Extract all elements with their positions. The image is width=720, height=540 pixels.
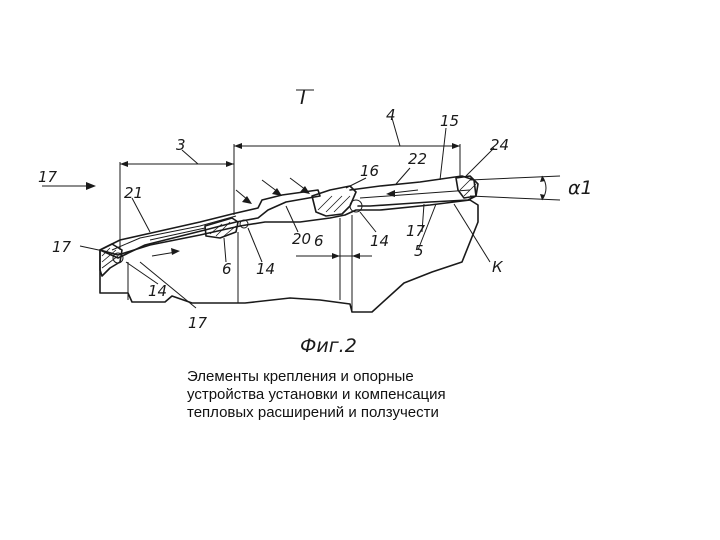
- slide-caption: Элементы крепления и опорные устройства …: [187, 368, 527, 422]
- callout-3: 3: [176, 136, 186, 154]
- dimension-b: [296, 253, 372, 259]
- callout-4: 4: [386, 106, 396, 124]
- left-support: [99, 243, 123, 277]
- middle-pin: [239, 219, 249, 229]
- callout-14-a: 14: [148, 282, 167, 300]
- callout-17-bottom: 17: [188, 314, 208, 332]
- dimension-4: [234, 117, 461, 178]
- left-pin: [112, 252, 124, 264]
- callout-14-b: 14: [256, 260, 275, 278]
- flow-arrows: [42, 177, 419, 257]
- center-bracket-hatching: [317, 195, 351, 213]
- figure-title: Фиг.2: [300, 335, 357, 357]
- panel-inner-line: [149, 227, 206, 241]
- callout-15: 15: [440, 112, 459, 130]
- right-support-hatching: [459, 179, 477, 197]
- callout-6-b: 6: [314, 232, 324, 250]
- callout-6-a: 6: [222, 260, 232, 278]
- callout-17: 17: [38, 168, 58, 186]
- callout-alpha1: α1: [568, 177, 593, 199]
- panel-inner-line: [111, 215, 237, 251]
- angle-alpha1: [469, 175, 561, 201]
- callout-20: 20: [292, 230, 311, 248]
- callout-17-right: 17: [406, 222, 426, 240]
- middle-joint-hatching: [209, 221, 237, 237]
- panel-inner-line: [359, 189, 471, 199]
- callout-24: 24: [490, 136, 509, 154]
- callout-14-c: 14: [370, 232, 389, 250]
- view-label: I: [300, 87, 306, 109]
- caption-line: Элементы крепления и опорные: [187, 368, 414, 385]
- callout-17-bottom-left: 17: [52, 238, 72, 256]
- caption-line: устройства установки и компенсация: [187, 386, 446, 403]
- callout-21: 21: [124, 184, 143, 202]
- callout-5: 5: [414, 242, 424, 260]
- housing-outline: [99, 199, 479, 313]
- left-panel: [99, 189, 321, 259]
- dimension-3: [119, 144, 235, 250]
- callout-k: К: [492, 258, 504, 276]
- middle-joint: [204, 217, 239, 239]
- callout-22: 22: [408, 150, 427, 168]
- callout-labels: 17 21 3 4 15 24 16 22 17 14 17 6 14 20 6…: [38, 106, 593, 332]
- caption-line: тепловых расширений и ползучести: [187, 404, 439, 421]
- leader-lines: [79, 127, 495, 309]
- callout-16: 16: [360, 162, 379, 180]
